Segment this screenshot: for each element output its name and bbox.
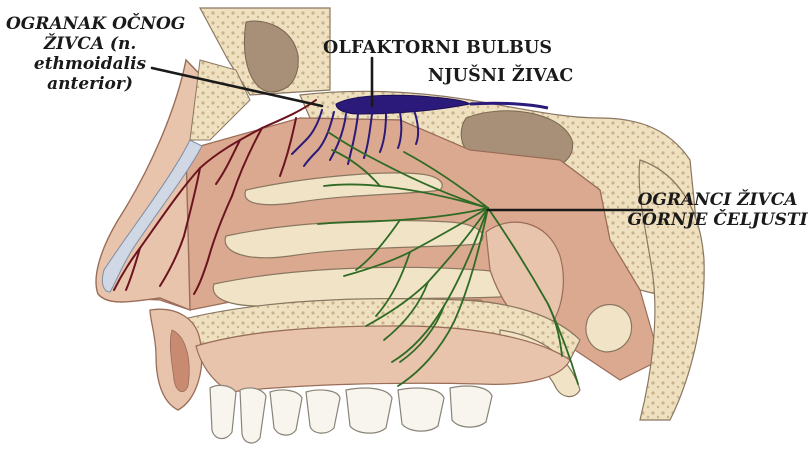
premolar-tooth [270,390,302,435]
premolar-tooth [306,390,340,433]
label-ethmoidal-branch: OGRANAK OČNOG ŽIVCA (n. ethmoidalis ante… [6,14,174,94]
label-maxillary-branches: OGRANCI ŽIVCA GORNJE ČELJUSTI [626,190,809,230]
molar-tooth [398,388,444,431]
label-line: GORNJE ČELJUSTI [626,210,809,230]
molar-tooth [450,386,492,427]
label-line: ethmoidalis [6,54,174,74]
label-line: OGRANCI ŽIVCA [626,190,809,210]
upper-teeth [210,385,492,443]
label-line: OGRANAK OČNOG [6,14,174,34]
incisor-tooth [210,385,236,438]
label-line: ŽIVCA (n. [6,34,174,54]
label-line: anterior) [6,74,174,94]
molar-tooth [346,388,392,433]
atlas-vertebra [586,305,632,353]
label-olfactory-bulb: OLFAKTORNI BULBUS [323,38,552,59]
label-olfactory-nerve: NJUŠNI ŽIVAC [428,66,574,87]
canine-tooth [240,388,266,443]
